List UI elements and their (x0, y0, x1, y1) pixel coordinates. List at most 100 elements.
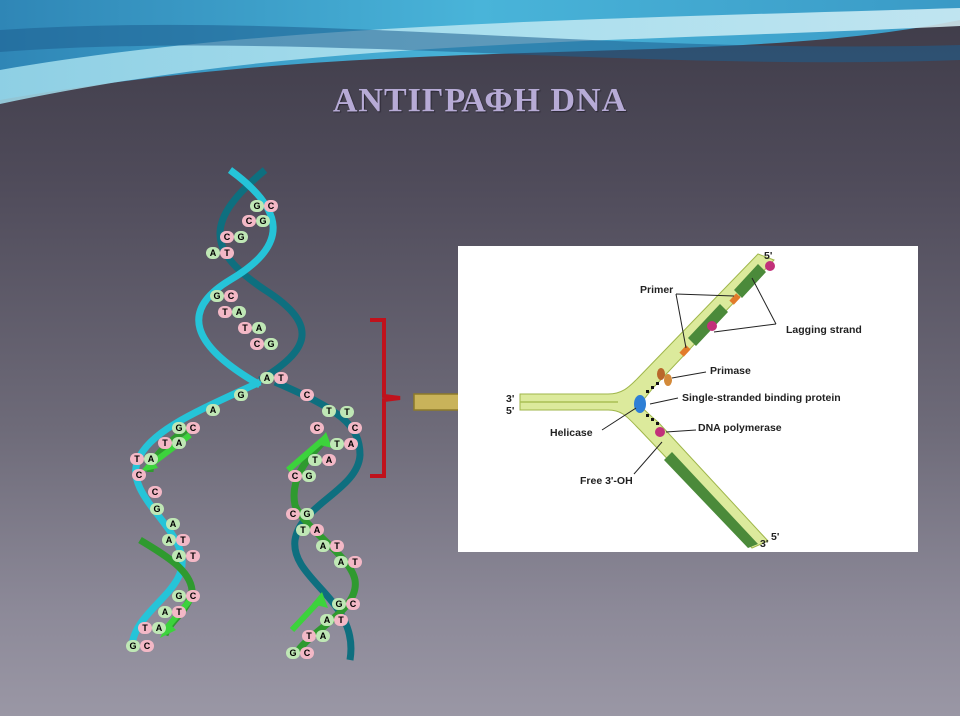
free-nucleotide-t: T (322, 405, 336, 417)
svg-text:T: T (352, 557, 358, 567)
svg-text:G: G (303, 509, 310, 519)
svg-text:G: G (129, 641, 136, 651)
leading-strand (664, 452, 758, 548)
free-nucleotide-c: C (300, 389, 314, 401)
svg-text:C: C (350, 599, 357, 609)
svg-text:C: C (254, 339, 261, 349)
svg-text:A: A (210, 405, 217, 415)
svg-text:C: C (268, 201, 275, 211)
svg-text:G: G (305, 471, 312, 481)
label-primase: Primase (710, 365, 751, 377)
svg-text:A: A (166, 535, 173, 545)
svg-text:C: C (228, 291, 235, 301)
replication-fork-panel: 5' Primer Lagging strand Primase 3' 5' S… (458, 246, 918, 552)
svg-text:G: G (335, 599, 342, 609)
svg-text:T: T (190, 551, 196, 561)
svg-text:A: A (156, 623, 163, 633)
polymerase-top-2 (707, 321, 717, 331)
dna-polymerase-blob (655, 427, 665, 437)
helicase-blob (634, 395, 646, 413)
svg-text:T: T (300, 525, 306, 535)
svg-text:G: G (237, 232, 244, 242)
label-free-3-oh: Free 3'-OH (580, 475, 633, 487)
svg-text:A: A (148, 454, 155, 464)
svg-text:G: G (175, 591, 182, 601)
label-primer: Primer (640, 284, 674, 296)
svg-text:C: C (314, 423, 321, 433)
svg-text:T: T (344, 407, 350, 417)
svg-text:T: T (278, 373, 284, 383)
label-5prime-left: 5' (506, 405, 515, 417)
svg-text:T: T (222, 307, 228, 317)
left-old-strand (128, 378, 262, 651)
svg-text:T: T (162, 438, 168, 448)
label-ssb: Single-stranded binding protein (682, 392, 841, 404)
svg-text:A: A (170, 519, 177, 529)
slide-title: ΑΝΤΙΓΡΑΦΗ DNA (332, 82, 628, 119)
svg-text:A: A (326, 455, 333, 465)
svg-text:T: T (224, 248, 230, 258)
svg-text:A: A (256, 323, 263, 333)
svg-text:A: A (162, 607, 169, 617)
red-bracket (370, 318, 401, 478)
svg-text:G: G (175, 423, 182, 433)
label-3prime-bottom: 3' (760, 538, 769, 550)
svg-text:T: T (306, 631, 312, 641)
polymerase-top-1 (765, 261, 775, 271)
parent-strand-dark (216, 167, 306, 384)
svg-text:T: T (180, 535, 186, 545)
free-nucleotide-g: G (234, 389, 248, 401)
label-lagging-strand: Lagging strand (786, 324, 862, 336)
svg-text:G: G (267, 339, 274, 349)
svg-text:G: G (153, 504, 160, 514)
primer-1 (729, 293, 741, 305)
lagging-fragment-1 (734, 264, 766, 298)
svg-text:C: C (352, 423, 359, 433)
svg-text:A: A (236, 307, 243, 317)
ssb-dots (646, 382, 659, 425)
label-dna-polymerase: DNA polymerase (698, 422, 782, 434)
svg-text:T: T (142, 623, 148, 633)
svg-text:G: G (237, 390, 244, 400)
svg-text:T: T (312, 455, 318, 465)
svg-text:A: A (264, 373, 271, 383)
primase-blob-1 (657, 368, 665, 380)
svg-text:C: C (190, 423, 197, 433)
right-old-strand (273, 378, 364, 661)
svg-text:A: A (320, 541, 327, 551)
svg-text:C: C (144, 641, 151, 651)
label-5prime-bottom: 5' (771, 531, 780, 543)
replication-fork-diagram (519, 253, 777, 549)
header-swoosh (0, 0, 960, 104)
label-helicase: Helicase (550, 427, 593, 439)
svg-text:C: C (290, 509, 297, 519)
svg-text:G: G (289, 648, 296, 658)
free-nucleotide-a: A (206, 404, 220, 416)
svg-text:C: C (152, 487, 159, 497)
svg-text:T: T (326, 406, 332, 416)
svg-text:A: A (320, 631, 327, 641)
svg-text:G: G (253, 201, 260, 211)
svg-text:A: A (314, 525, 321, 535)
svg-text:C: C (224, 232, 231, 242)
svg-text:C: C (190, 591, 197, 601)
label-5prime-top: 5' (764, 250, 773, 262)
svg-text:A: A (348, 439, 355, 449)
svg-text:A: A (176, 438, 183, 448)
svg-text:C: C (246, 216, 253, 226)
svg-text:C: C (304, 390, 311, 400)
label-3prime-left: 3' (506, 393, 515, 405)
svg-text:A: A (176, 551, 183, 561)
svg-text:T: T (134, 454, 140, 464)
svg-text:T: T (338, 615, 344, 625)
